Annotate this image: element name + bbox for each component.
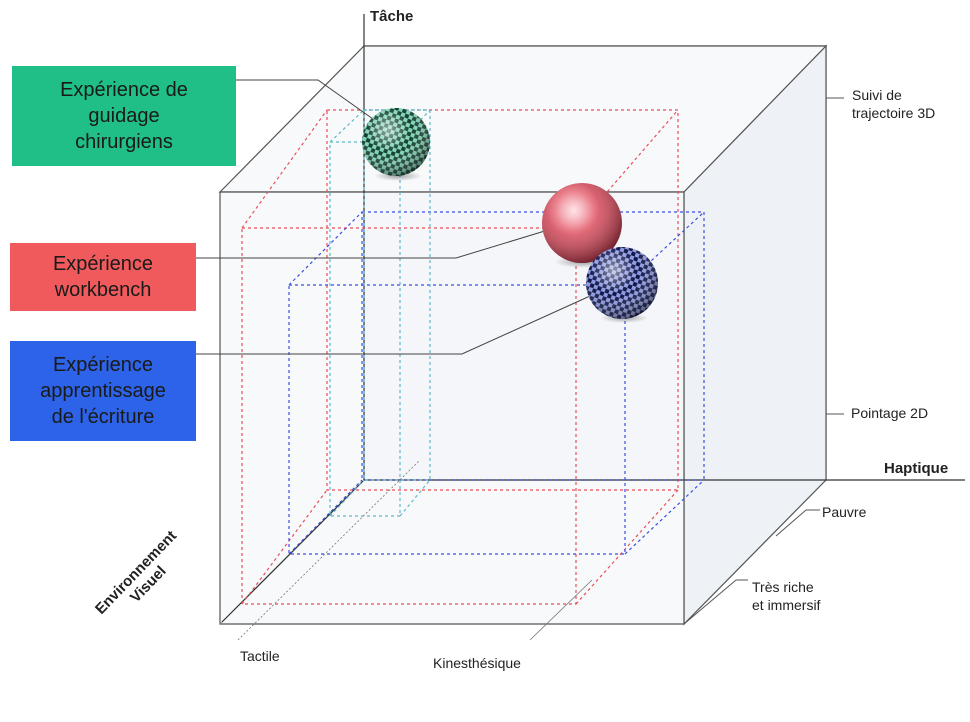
- pointage-2d-label: Pointage 2D: [851, 405, 929, 421]
- workbench-text-line-1: Expérience: [52, 253, 154, 275]
- riche-tick: [683, 579, 737, 625]
- pauvre-tick: [775, 509, 807, 537]
- writing-box-text: Expérience apprentissage de l'écriture: [10, 341, 196, 441]
- tres-riche-label: Très riche et immersif: [752, 578, 862, 614]
- riche-line-2: et immersif: [752, 597, 821, 613]
- writing-box-bg: [10, 341, 196, 441]
- tactile-label: Tactile: [240, 648, 280, 664]
- surgeon-box-text: Expérience de guidage chirurgiens: [12, 66, 236, 166]
- writing-text-line-1: Expérience: [52, 354, 154, 376]
- workbench-leader-line: [196, 229, 549, 259]
- surgeon-leader-line: [236, 79, 381, 125]
- tache-axis-label: Tâche: [370, 8, 414, 25]
- workbench-box-text: Expérience workbench: [10, 243, 196, 311]
- surgeon-sphere: [362, 108, 430, 181]
- workbench-text-line-2: workbench: [54, 279, 152, 301]
- workbench-box-bg: [10, 243, 196, 311]
- writing-leader-line: [196, 295, 591, 355]
- surgeon-box-bg: [12, 66, 236, 166]
- suivi-line-1: Suivi de: [852, 87, 902, 103]
- haptique-axis-label: Haptique: [884, 460, 949, 477]
- surgeon-dashed-cube: [329, 109, 431, 517]
- riche-line-1: Très riche: [752, 579, 814, 595]
- writing-text-line-2: apprentissage: [40, 380, 166, 402]
- surgeon-text-line-1: Expérience de: [60, 79, 188, 101]
- kinesthesique-label: Kinesthésique: [433, 655, 521, 671]
- surgeon-text-line-2: guidage: [88, 105, 160, 127]
- tactile-guide-line: [237, 459, 421, 641]
- suivi-line-2: trajectoire 3D: [852, 105, 936, 121]
- surgeon-text-line-3: chirurgiens: [75, 131, 173, 153]
- kinesthesique-guide-line: [529, 579, 593, 641]
- writing-text-line-3: de l'écriture: [51, 406, 155, 428]
- suivi-trajectoire-label: Suivi de trajectoire 3D: [852, 86, 970, 122]
- pauvre-label: Pauvre: [822, 504, 867, 520]
- workbench-sphere: [542, 183, 622, 268]
- writing-sphere: [586, 247, 658, 323]
